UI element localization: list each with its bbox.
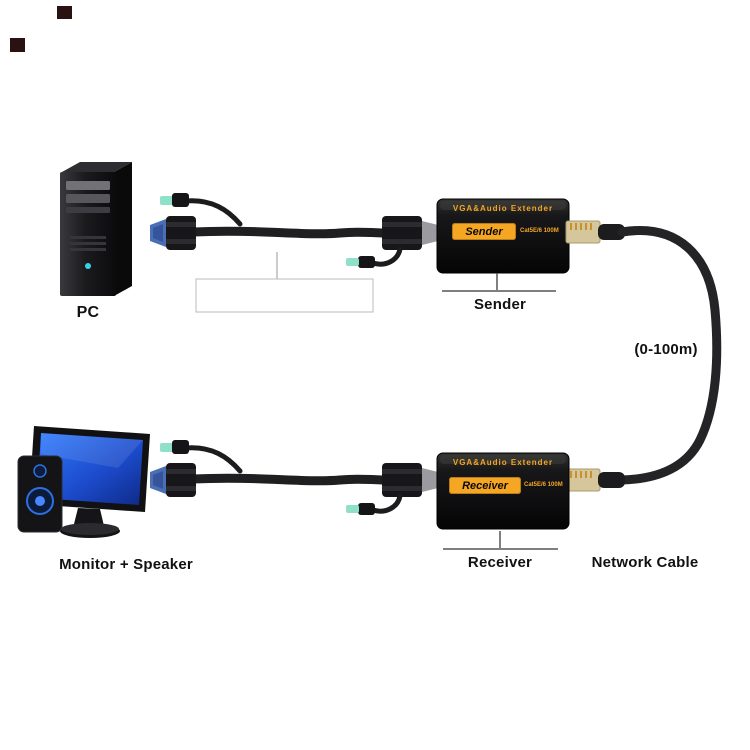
audio-plug-body — [358, 256, 375, 268]
audio-plug-body — [172, 440, 189, 454]
vga-connector-monitor — [166, 463, 196, 497]
receiver-box-title: VGA&Audio Extender — [452, 458, 554, 467]
vga-cable-monitor-to-receiver — [150, 440, 438, 515]
sender-subtitle: Cat5E/6 100M — [520, 228, 559, 234]
empty-label-box — [195, 278, 374, 313]
speaker-tweeter — [33, 464, 47, 478]
network-cable — [617, 226, 722, 485]
audio-plug-body — [358, 503, 375, 515]
network-cable-label: Network Cable — [591, 554, 699, 571]
pc-power-led — [85, 263, 91, 269]
vga-connector-pc — [166, 216, 196, 250]
sender-badge: Sender — [452, 223, 516, 240]
pc-drive-bay — [66, 194, 110, 203]
audio-plug-body — [172, 193, 189, 207]
sender-label: Sender — [473, 296, 527, 313]
vga-cable-pc-to-sender — [150, 193, 438, 268]
audio-plug-tip — [160, 443, 174, 452]
vga-cable — [188, 473, 390, 486]
vga-connector-receiver — [382, 463, 422, 497]
pc-drive-bay — [66, 181, 110, 190]
sender-box-title: VGA&Audio Extender — [452, 204, 554, 213]
vga-connector-sender — [382, 216, 422, 250]
audio-plug-tip — [160, 196, 174, 205]
pc-label: PC — [76, 304, 100, 321]
monitor-stand — [74, 508, 104, 526]
receiver-badge: Receiver — [449, 477, 521, 494]
monitor-speaker-label: Monitor + Speaker — [59, 556, 193, 573]
vga-cable — [188, 226, 390, 239]
audio-plug-tip — [346, 258, 359, 266]
speaker-cone — [26, 487, 54, 515]
pc-tower — [60, 162, 132, 296]
artifact-mark — [10, 38, 25, 52]
audio-plug-tip — [346, 505, 359, 513]
rj45-plug-sender — [565, 220, 625, 244]
artifact-mark — [57, 6, 72, 19]
receiver-label: Receiver — [467, 554, 533, 571]
monitor-screen — [37, 433, 143, 505]
speaker — [17, 455, 63, 533]
receiver-subtitle: Cat5E/6 100M — [524, 482, 563, 488]
rj45-plug-receiver — [565, 468, 625, 492]
distance-range-label: (0-100m) — [634, 341, 698, 358]
